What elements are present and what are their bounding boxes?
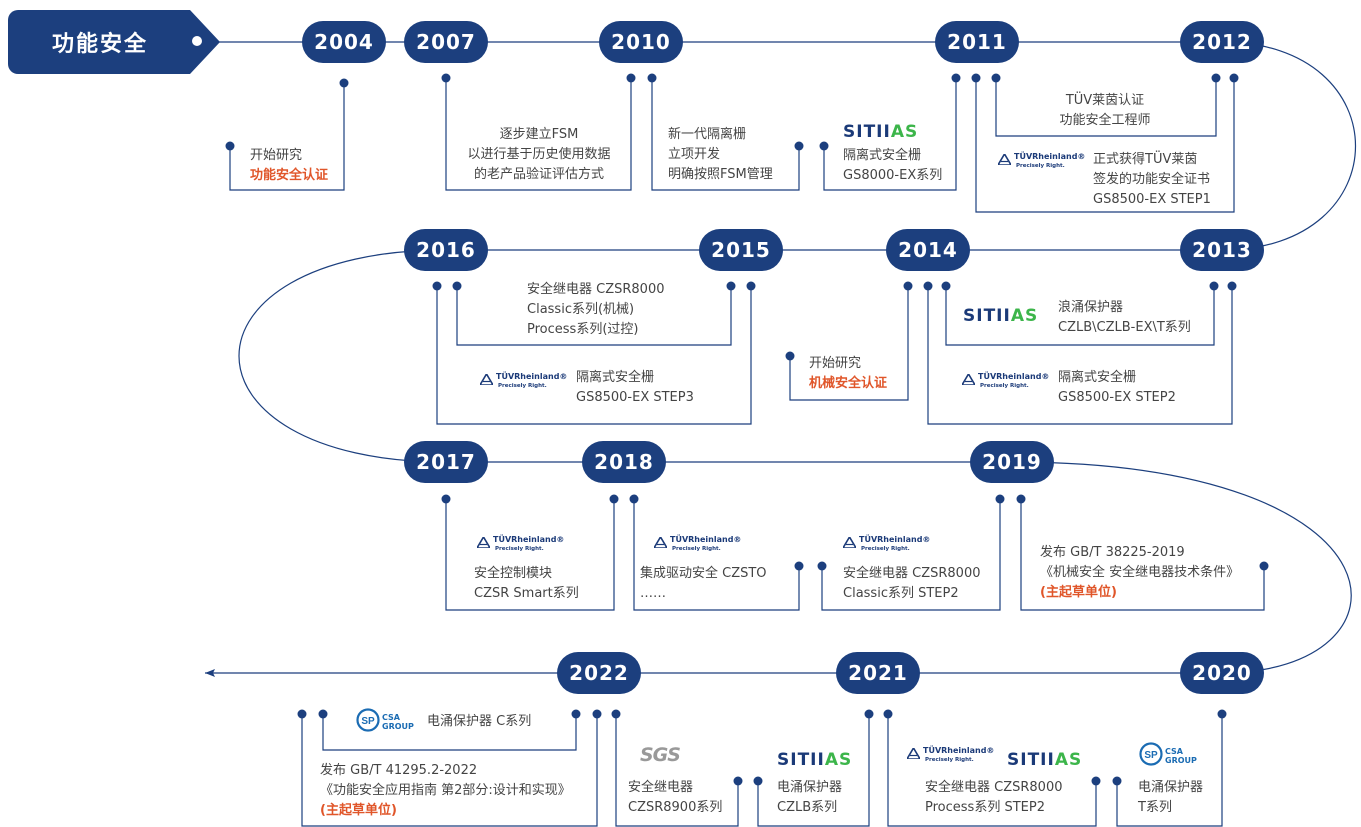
sitias-logo: SITIIAS [963,306,1039,326]
tuv-logo: TÜVRheinland® Precisely Right. [477,535,569,557]
year-pill: 2017 [404,441,488,483]
event-2021-surge: 电涌保护器 CZLB系列 [777,780,843,815]
sitias-logo: SITIIAS [777,750,853,770]
year-pill: 2018 [582,441,666,483]
year-pill: 2004 [302,21,386,63]
year-pill: 2020 [1180,652,1264,694]
section-title-tab: 功能安全 [8,10,220,74]
event-2019-relay: 安全继电器 CZSR8000 Classic系列 STEP2 [843,566,981,601]
tuv-logo: TÜVRheinland® Precisely Right. [962,372,1054,394]
event-2013-barrier: 隔离式安全栅 GS8500-EX STEP2 [1058,370,1176,405]
year-pill: 2014 [886,229,970,271]
csa-mark-text: SP [361,716,375,727]
title-dot [192,36,202,46]
tuv-logo: TÜVRheinland® Precisely Right. [907,746,999,768]
csa-mark-text: SP [1144,750,1158,761]
event-2004: 开始研究 功能安全认证 [250,148,329,183]
year-pill: 2007 [404,21,488,63]
year-pill: 2011 [935,21,1019,63]
event-2021-relay: 安全继电器 CZSR8900系列 [628,780,723,815]
sitias-logo: SITIIAS [1007,750,1083,770]
sgs-logo: SGS [640,744,681,766]
tuv-logo: TÜVRheinland® Precisely Right. [654,535,746,557]
tuv-logo: TÜVRheinland® Precisely Right. [480,372,572,394]
event-2015-relay: 安全继电器 CZSR8000 Classic系列(机械) Process系列(过… [527,282,665,337]
event-2020-relay: 安全继电器 CZSR8000 Process系列 STEP2 [925,780,1063,815]
event-2014: 开始研究 机械安全认证 [809,356,888,391]
year-pill: 2010 [599,21,683,63]
sitias-logo: SITIIAS [843,122,919,142]
section-title: 功能安全 [52,32,149,57]
year-pill: 2021 [836,652,920,694]
event-2013-surge: 浪涌保护器 CZLB\CZLB-EX\T系列 [1058,300,1191,335]
tuv-logo: TÜVRheinland® Precisely Right. [998,152,1090,174]
event-2017: 安全控制模块 CZSR Smart系列 [474,566,579,601]
event-2011: 隔离式安全栅 GS8000-EX系列 [843,148,943,183]
year-pill: 2015 [699,229,783,271]
event-2022-standard: 发布 GB/T 41295.2-2022 《功能安全应用指南 第2部分:设计和实… [320,763,571,818]
event-2015-barrier: 隔离式安全栅 GS8500-EX STEP3 [576,370,694,405]
event-2010: 新一代隔离栅 立项开发 明确按照FSM管理 [668,127,773,182]
event-2019-standard: 发布 GB/T 38225-2019 《机械安全 安全继电器技术条件》 (主起草… [1040,545,1240,600]
event-2022-surge: 电涌保护器 C系列 [427,714,532,729]
year-pill: 2013 [1180,229,1264,271]
event-2018: 集成驱动安全 CZSTO …… [640,566,767,601]
year-pill: 2019 [970,441,1054,483]
year-pill: 2022 [557,652,641,694]
event-2020-surge: 电涌保护器 T系列 [1138,780,1204,815]
event-2012-engineer: TÜV莱茵认证 功能安全工程师 [1059,93,1151,128]
event-2012-certificate: 正式获得TÜV莱茵 签发的功能安全证书 GS8500-EX STEP1 [1093,152,1211,207]
tuv-logo: TÜVRheinland® Precisely Right. [843,535,935,557]
event-2007: 逐步建立FSM 以进行基于历史使用数据 的老产品验证评估方式 [467,127,611,182]
year-pill: 2016 [404,229,488,271]
year-pill: 2012 [1180,21,1264,63]
